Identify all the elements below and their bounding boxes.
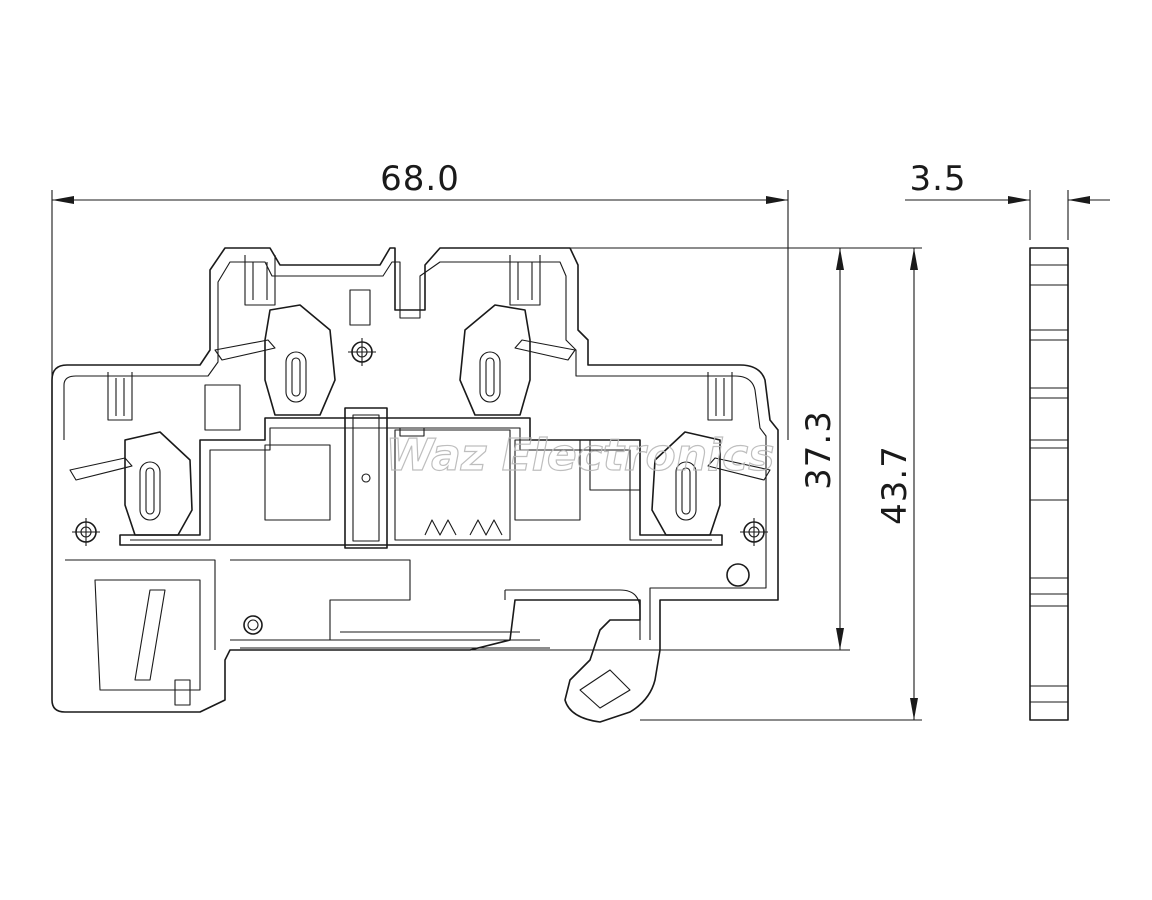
width-arrow-right xyxy=(766,196,788,204)
test-point-right xyxy=(740,518,768,546)
busbar xyxy=(119,417,723,546)
thickness-dimension-label: 3.5 xyxy=(909,159,966,199)
comp-left-1 xyxy=(204,384,241,431)
width-dimension-label: 68.0 xyxy=(380,159,460,199)
rail-foot-left xyxy=(94,579,201,691)
latch-detail xyxy=(174,679,200,706)
inner-height-arrow-top xyxy=(836,248,844,270)
housing-outline xyxy=(51,247,779,723)
comp-tab xyxy=(399,427,425,437)
wire-entry-right-bottom xyxy=(707,372,733,421)
side-view xyxy=(1029,247,1069,721)
outer-height-dimension: 43.7 xyxy=(640,247,922,721)
comp-center-lower xyxy=(394,429,511,541)
spring-clamp-lower-left xyxy=(69,431,193,536)
comp-center-zigzag xyxy=(424,519,503,536)
spring-clamp-lower-right xyxy=(651,431,771,536)
test-point-left xyxy=(72,518,100,546)
rail-foot-pocket xyxy=(65,559,411,650)
rail-channel xyxy=(230,631,550,649)
housing-inner-outline xyxy=(63,261,767,640)
outer-height-arrow-top xyxy=(910,248,918,270)
mounting-hole xyxy=(726,563,750,587)
test-point-upper xyxy=(348,338,376,366)
wire-entry-right-top xyxy=(509,255,541,306)
inner-height-dimension-label: 37.3 xyxy=(799,410,839,490)
wire-entry-left-bottom xyxy=(107,372,133,421)
comp-left-2 xyxy=(264,444,331,521)
comp-right-2 xyxy=(589,439,641,491)
thickness-arrow-left xyxy=(1008,196,1030,204)
inner-height-arrow-bottom xyxy=(836,628,844,650)
outer-height-arrow-bottom xyxy=(910,698,918,720)
spring-clamp-upper-right xyxy=(459,304,576,416)
busbar-inner xyxy=(130,427,712,541)
rail-hook xyxy=(504,589,641,640)
center-test-slot xyxy=(349,289,371,326)
wire-entry-left-top xyxy=(244,255,276,306)
front-view xyxy=(51,247,779,723)
side-view-outline xyxy=(1029,247,1069,721)
foot-latch-right xyxy=(579,669,631,709)
outer-height-dimension-label: 43.7 xyxy=(875,445,915,525)
screw-rail-foot xyxy=(243,615,263,635)
thickness-dimension: 3.5 xyxy=(905,159,1110,240)
width-arrow-left xyxy=(52,196,74,204)
width-dimension: 68.0 xyxy=(51,159,789,440)
center-jumper xyxy=(344,407,388,549)
thickness-arrow-right xyxy=(1068,196,1090,204)
spring-clamp-upper-left xyxy=(214,304,336,416)
watermark-text: Waz Electronics xyxy=(386,430,775,481)
comp-right-1 xyxy=(514,439,581,521)
